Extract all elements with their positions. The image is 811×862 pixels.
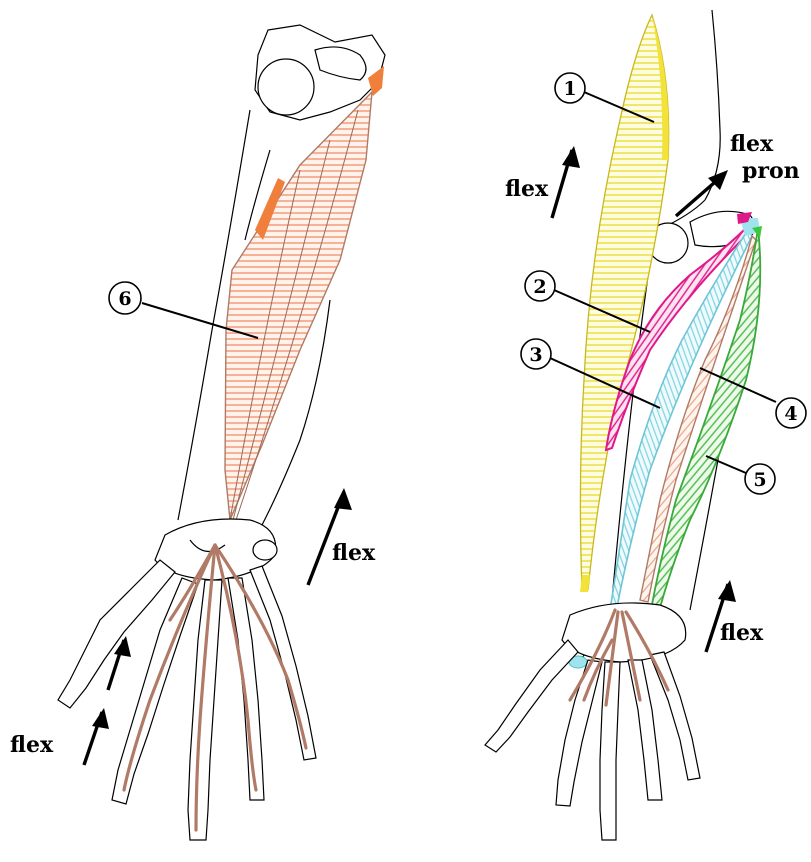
callout-1-text: 1 [563, 78, 576, 100]
right-flex-pron-label-2: pron [742, 158, 800, 184]
left-hand-bones [58, 560, 316, 840]
right-middle-bone [600, 662, 620, 840]
right-flex-label-upper: flex [505, 176, 549, 202]
left-ring-bone [228, 578, 264, 800]
left-forearm: 6 flex flex [10, 25, 385, 840]
left-middle-bone [188, 580, 222, 840]
callout-2-text: 2 [533, 276, 546, 298]
right-forearm: 1 2 3 4 5 flex flex pron [485, 10, 806, 840]
right-flex-label-lower: flex [720, 620, 764, 646]
left-flex-arrowhead-right [334, 488, 352, 510]
right-flex-arrowhead-upper [562, 146, 580, 168]
callout-3-text: 3 [529, 344, 542, 366]
callout-6-text: 6 [118, 288, 131, 310]
right-flex-pron-label-1: flex [730, 131, 774, 157]
right-flex-arrowhead-lower [718, 580, 736, 602]
left-radial-head [258, 59, 314, 115]
muscle-1 [580, 15, 668, 590]
callout-4-text: 4 [784, 403, 797, 425]
left-flex-label-fingers: flex [10, 732, 54, 758]
callout-5-text: 5 [753, 469, 766, 491]
right-carpals [562, 603, 686, 662]
left-pisiform [253, 540, 277, 560]
right-thumb-bone [485, 640, 578, 752]
right-upper-arm-outline [705, 10, 720, 200]
left-flex-label-right: flex [332, 540, 376, 566]
right-ring-bone [628, 660, 662, 800]
muscle-6 [225, 92, 372, 520]
right-hand-bones [485, 640, 700, 840]
left-flex-arrowhead-finger-2 [92, 708, 109, 729]
